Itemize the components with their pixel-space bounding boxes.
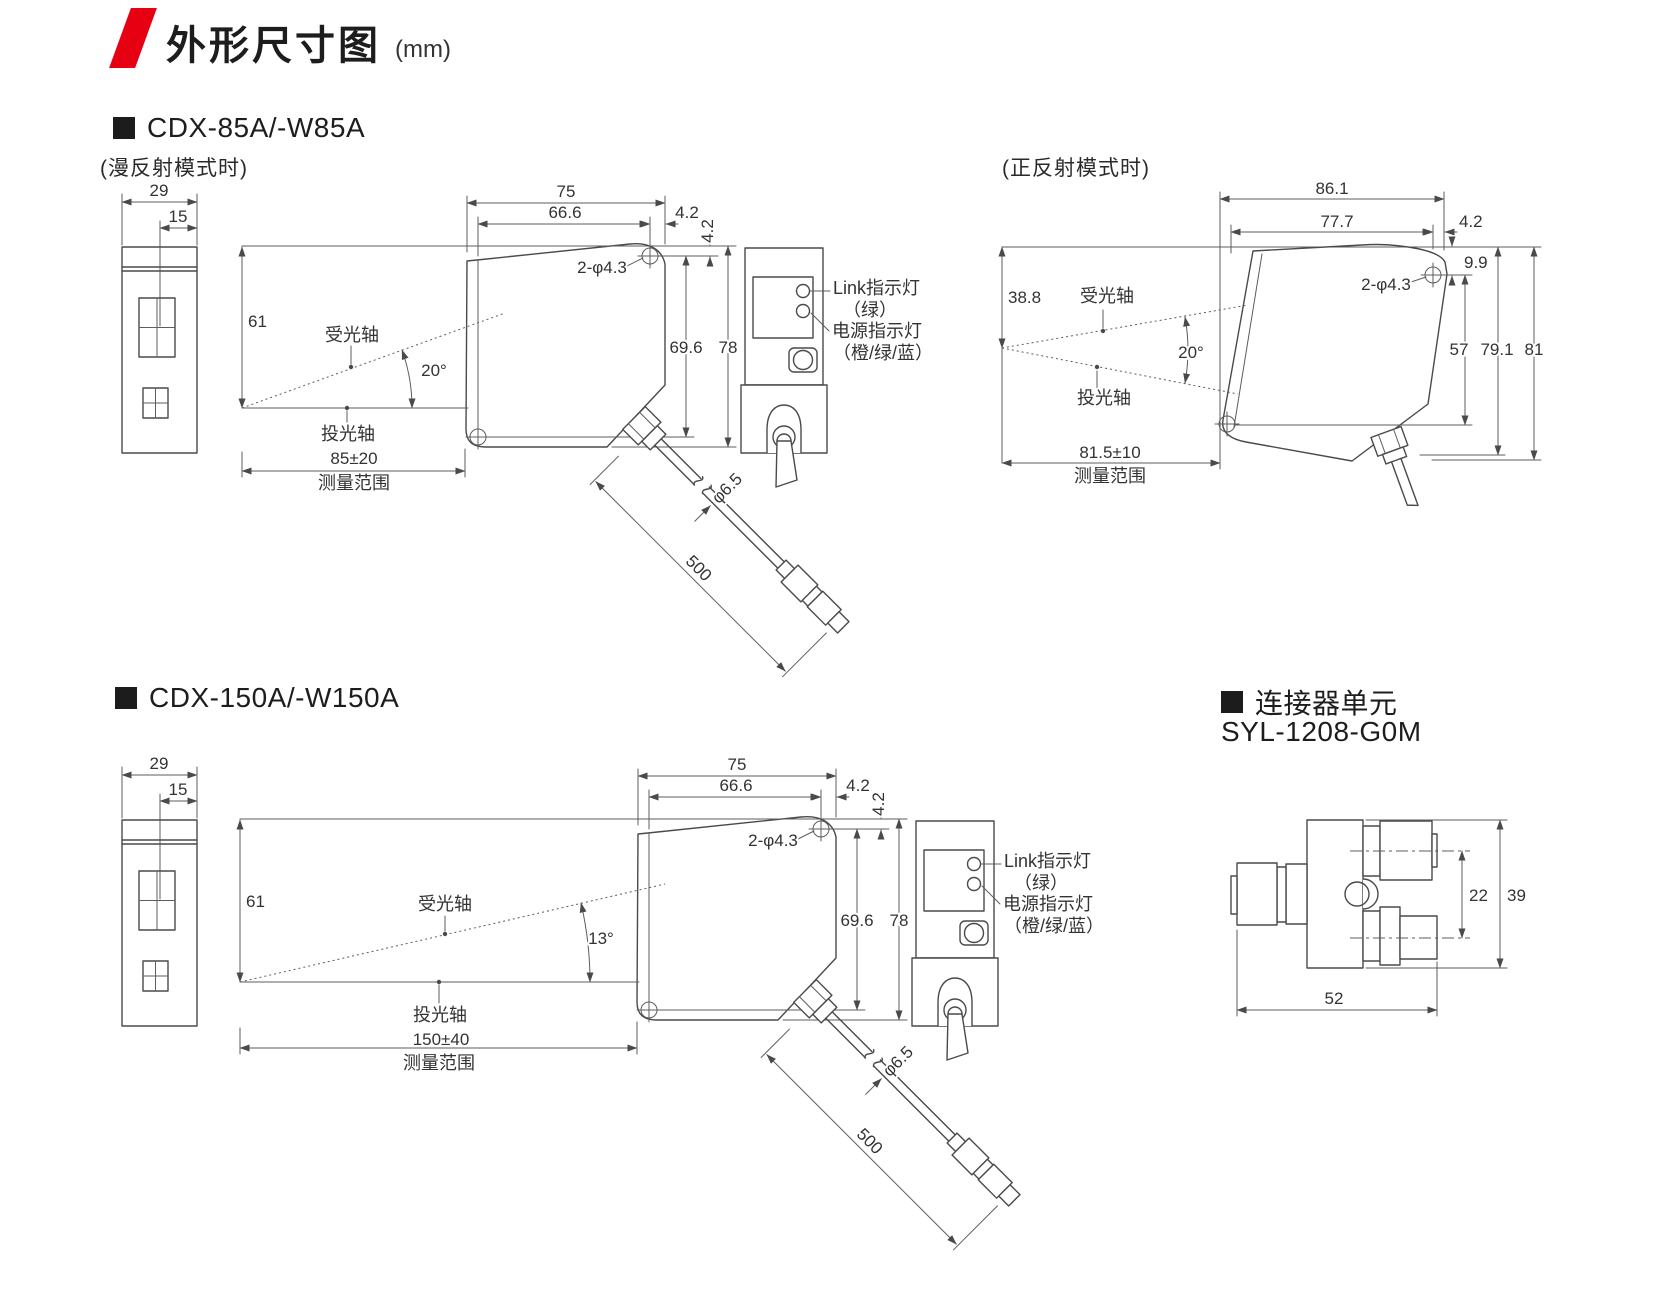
dim-9-9: 9.9 — [1464, 253, 1488, 272]
label-measuring-range: 测量范围 — [318, 473, 390, 493]
dim-66-6: 66.6 — [719, 776, 752, 795]
dim-29: 29 — [150, 754, 169, 773]
dim-69-6: 69.6 — [840, 911, 873, 930]
connector-model-number: SYL-1208-G0M — [1221, 716, 1422, 747]
label-link-led-color: （绿） — [1014, 873, 1068, 893]
dim-cable-dia: φ6.5 — [708, 469, 746, 507]
sensor-unit-85a-specular — [1214, 191, 1542, 507]
dim-29: 29 — [150, 181, 169, 200]
label-power-led: 电源指示灯 — [1003, 894, 1093, 914]
label-link-led: Link指示灯 — [833, 278, 920, 298]
dim-61: 61 — [246, 892, 265, 911]
dim-cable-500: 500 — [682, 552, 715, 585]
sensor-unit-85a — [466, 196, 855, 682]
dim-81: 81 — [1525, 340, 1544, 359]
dim-86-1: 86.1 — [1315, 179, 1348, 198]
label-receiver-axis: 受光轴 — [1080, 286, 1134, 306]
dim-4-2-v: 4.2 — [698, 219, 717, 243]
page-title-block: 外形尺寸图 (mm) — [109, 8, 451, 68]
dim-57: 57 — [1450, 340, 1469, 359]
dim-angle-13: 13° — [588, 929, 614, 948]
label-emitter-axis: 投光轴 — [321, 424, 375, 444]
label-measuring-range: 测量范围 — [1074, 466, 1146, 486]
dim-range-85: 85±20 — [330, 449, 377, 468]
black-square-icon — [113, 117, 135, 139]
dim-cable-dia: φ6.5 — [879, 1042, 917, 1080]
dim-69-6: 69.6 — [669, 338, 702, 357]
dim-angle-20: 20° — [1178, 343, 1204, 362]
dim-22: 22 — [1469, 886, 1488, 905]
page-title: 外形尺寸图 — [166, 24, 381, 68]
label-power-led: 电源指示灯 — [832, 321, 922, 341]
side-view-85a — [122, 194, 197, 453]
measuring-range-region-85a-specular — [998, 246, 1542, 467]
dim-holes: 2-φ4.3 — [1361, 275, 1411, 294]
section-heading-cdx150a: CDX-150A/-W150A — [115, 682, 399, 714]
section-heading-cdx150a-label: CDX-150A/-W150A — [149, 682, 400, 713]
dim-52: 52 — [1325, 989, 1344, 1008]
black-square-icon — [1221, 691, 1243, 713]
page-title-unit: (mm) — [395, 36, 451, 63]
drawing-connector-unit: 22 39 52 — [1230, 819, 1528, 1017]
dim-4-2: 4.2 — [1459, 212, 1483, 231]
section-heading-connector-label: 连接器单元 — [1255, 688, 1398, 719]
label-link-led-color: （绿） — [843, 300, 897, 320]
dim-holes: 2-φ4.3 — [748, 831, 798, 850]
dim-15: 15 — [169, 207, 188, 226]
label-emitter-axis: 投光轴 — [413, 1005, 467, 1025]
dim-4-2-v: 4.2 — [869, 792, 888, 816]
label-power-led-color: （橙/绿/蓝） — [1004, 916, 1104, 936]
drawing-cdx85a-diffuse: 29 15 61 受光轴 20° 投光轴 85±20 测量范围 75 66.6 … — [122, 179, 935, 682]
black-square-icon — [115, 687, 137, 709]
dim-79-1: 79.1 — [1480, 340, 1513, 359]
mode-label-specular: (正反射模式时) — [1002, 157, 1150, 180]
label-measuring-range: 测量范围 — [403, 1053, 475, 1073]
dim-75: 75 — [728, 755, 747, 774]
label-emitter-axis: 投光轴 — [1077, 388, 1131, 408]
dim-39: 39 — [1507, 886, 1526, 905]
sensor-unit-150a — [637, 769, 1026, 1255]
dim-angle-20: 20° — [421, 361, 447, 380]
section-heading-cdx85a-label: CDX-85A/-W85A — [147, 112, 366, 143]
side-view-150a — [122, 767, 197, 1026]
section-heading-cdx85a: CDX-85A/-W85A — [113, 112, 365, 144]
dim-75: 75 — [557, 182, 576, 201]
dim-range-81-5: 81.5±10 — [1079, 443, 1140, 462]
label-power-led-color: （橙/绿/蓝） — [833, 343, 933, 363]
label-receiver-axis: 受光轴 — [418, 894, 472, 914]
dim-78: 78 — [890, 911, 909, 930]
dim-range-150: 150±40 — [413, 1030, 470, 1049]
dim-78: 78 — [719, 338, 738, 357]
dim-holes: 2-φ4.3 — [577, 258, 627, 277]
mode-label-diffuse: (漫反射模式时) — [100, 157, 248, 180]
dim-66-6: 66.6 — [548, 203, 581, 222]
measuring-range-region-85a — [238, 245, 641, 478]
section-heading-connector: 连接器单元 — [1221, 682, 1398, 722]
measuring-range-region-150a — [236, 818, 812, 1055]
label-receiver-axis: 受光轴 — [325, 325, 379, 345]
label-link-led: Link指示灯 — [1004, 851, 1091, 871]
dim-4-2-h: 4.2 — [846, 776, 870, 795]
dim-77-7: 77.7 — [1320, 212, 1353, 231]
drawing-cdx150a: 29 15 61 受光轴 13° 投光轴 150±40 测量范围 75 66.6… — [122, 752, 1106, 1255]
drawing-cdx85a-specular: 38.8 受光轴 20° 投光轴 81.5±10 测量范围 86.1 77.7 … — [998, 177, 1545, 507]
dim-cable-500: 500 — [853, 1125, 886, 1158]
dim-61: 61 — [248, 312, 267, 331]
dim-38-8: 38.8 — [1008, 288, 1041, 307]
dim-4-2-h: 4.2 — [675, 203, 699, 222]
dim-15: 15 — [169, 780, 188, 799]
